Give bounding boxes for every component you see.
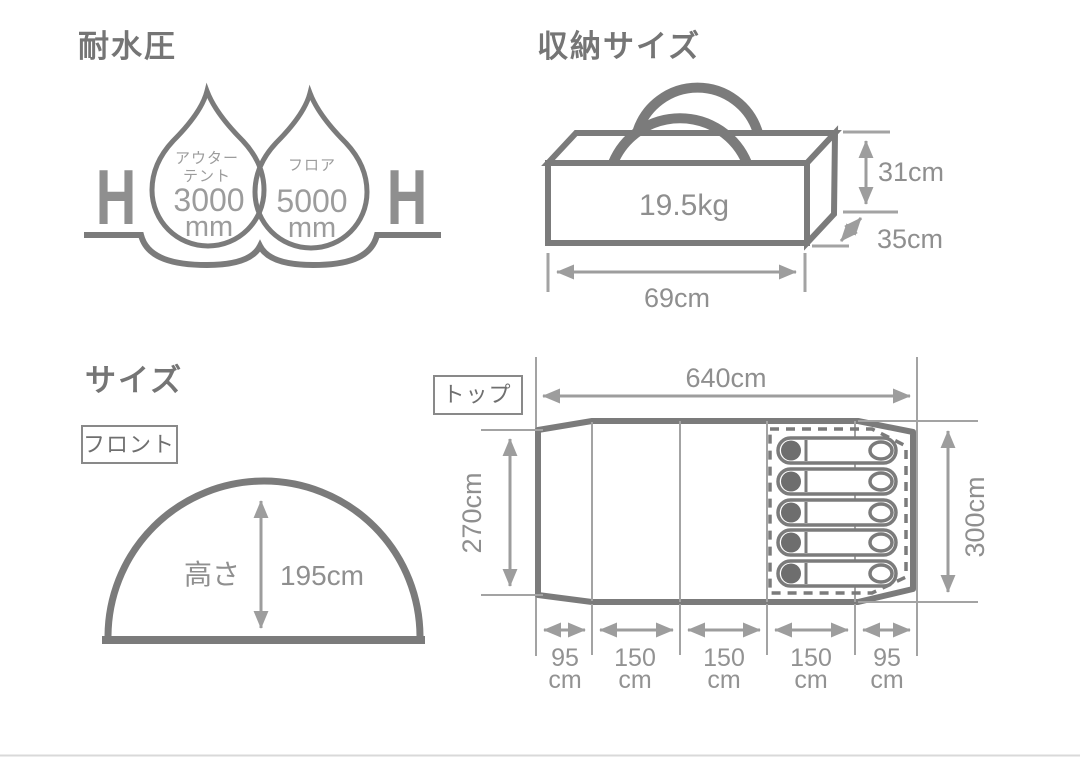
drop-label-floor: フロア 5000 mm xyxy=(276,157,347,244)
svg-text:cm: cm xyxy=(618,666,651,694)
carry-bag: 19.5kg xyxy=(541,82,842,251)
sleeper-head xyxy=(781,502,801,523)
dome-height-value: 195cm xyxy=(280,560,364,591)
top-view-badge xyxy=(433,375,523,415)
svg-text:cm: cm xyxy=(548,666,581,694)
sleeper-head xyxy=(781,471,801,492)
sleeping-bag xyxy=(776,467,898,496)
drop-label-line2: テント xyxy=(183,168,231,185)
sleeping-bag xyxy=(776,436,898,465)
svg-text:cm: cm xyxy=(870,666,903,694)
sleeping-bag xyxy=(776,528,898,557)
bag-handle-front xyxy=(608,113,752,165)
top-view-label: トップ xyxy=(442,382,511,407)
left-height-measure: 270cm xyxy=(457,429,543,596)
segment-label: 150 cm xyxy=(614,644,656,694)
segment-label: 95 cm xyxy=(870,644,903,694)
bag-width-label: 69cm xyxy=(644,283,710,313)
svg-text:95: 95 xyxy=(551,644,579,672)
sleeping-bag xyxy=(776,559,898,588)
sleeper-head xyxy=(781,532,801,553)
bag-width-measure: 69cm xyxy=(546,253,807,313)
drop-unit: mm xyxy=(185,211,233,243)
sleeper-foot xyxy=(868,502,894,523)
left-height-label: 270cm xyxy=(457,472,487,553)
sleeper-head xyxy=(781,440,801,461)
storage-title: 収納サイズ xyxy=(537,29,701,64)
drop-unit: mm xyxy=(288,212,336,244)
water-resistance-title: 耐水圧 xyxy=(78,29,177,64)
sleeper-foot xyxy=(868,440,894,461)
svg-text:150: 150 xyxy=(614,644,656,672)
inner-tent-dashed-outline xyxy=(768,427,908,595)
segment-label: 150 cm xyxy=(703,644,745,694)
water-drop-floor xyxy=(252,84,370,251)
svg-text:150: 150 xyxy=(790,644,832,672)
sleeper-foot xyxy=(868,532,894,553)
sleeper-foot xyxy=(868,471,894,492)
drop-value: 3000 xyxy=(173,182,244,218)
ground-line xyxy=(84,232,441,269)
size-top-section: トップ 640cm xyxy=(433,357,990,694)
bag-front-face xyxy=(545,160,810,246)
storage-size-section: 収納サイズ 19.5kg 31cm 35cm 69c xyxy=(537,29,944,313)
bag-height-label: 31cm xyxy=(878,157,944,187)
segment-measures: 95 cm 150 cm 150 cm 150 cm 95 cm xyxy=(543,604,911,694)
size-title: サイズ xyxy=(85,363,183,398)
svg-text:95: 95 xyxy=(873,644,901,672)
bag-weight-label: 19.5kg xyxy=(639,189,729,222)
bag-handle-rear xyxy=(632,82,763,135)
segment-label: 150 cm xyxy=(790,644,832,694)
svg-text:cm: cm xyxy=(794,666,827,694)
right-height-measure: 300cm xyxy=(858,420,990,603)
bag-depth-label: 35cm xyxy=(877,224,943,254)
sleeper-foot xyxy=(868,563,894,584)
tent-front-view: 高さ 195cm xyxy=(102,477,425,644)
drop-value: 5000 xyxy=(276,183,347,219)
svg-text:cm: cm xyxy=(707,666,740,694)
bag-top-face xyxy=(541,130,842,166)
top-total-width-label: 640cm xyxy=(685,363,766,393)
front-view-label: フロント xyxy=(83,432,175,457)
water-drop-outer-tent xyxy=(149,82,267,249)
bag-height-measure: 31cm xyxy=(843,130,944,214)
depth-arrow xyxy=(839,217,863,242)
water-column-h-right: H xyxy=(387,154,428,241)
drop-label-line1: アウター xyxy=(175,150,239,167)
sleeper-head xyxy=(781,563,801,584)
size-front-section: サイズ フロント 高さ 195cm xyxy=(81,363,425,644)
svg-text:150: 150 xyxy=(703,644,745,672)
bag-depth-measure: 35cm xyxy=(812,217,943,254)
dome-height-label: 高さ xyxy=(184,559,240,590)
drop-label-line1: フロア xyxy=(288,157,336,174)
right-height-label: 300cm xyxy=(960,476,990,557)
water-column-h-left: H xyxy=(96,154,137,241)
sleeping-bag xyxy=(776,498,898,527)
segment-label: 95 cm xyxy=(548,644,581,694)
drop-label-outer-tent: アウター テント 3000 mm xyxy=(173,150,244,243)
dome-arc xyxy=(104,477,424,638)
sleeping-bags xyxy=(776,436,898,588)
water-resistance-section: 耐水圧 H H アウター テント 3000 mm フロア 5000 mm xyxy=(78,29,441,269)
front-view-badge xyxy=(81,425,178,464)
